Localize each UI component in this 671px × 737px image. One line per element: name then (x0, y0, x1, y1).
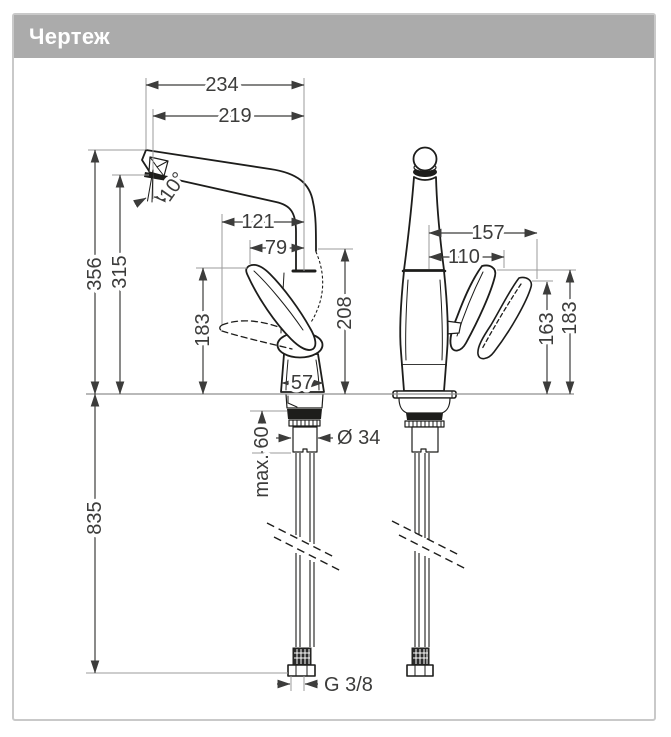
dim-163-label: 163 (536, 312, 558, 345)
dim-315-label: 315 (109, 255, 131, 288)
side-view (141, 149, 344, 677)
dimension-labels: 234 219 10° 121 79 356 315 183 208 57 ma… (81, 71, 585, 700)
dim-356-label: 356 (84, 257, 106, 290)
dim-57-label: 57 (291, 372, 313, 394)
dimension-lines (90, 80, 575, 689)
dim-157-label: 157 (471, 222, 504, 244)
dim-79-label: 79 (265, 237, 287, 259)
dim-max60-label: max. 60 (251, 426, 273, 497)
card-title: Чертеж (29, 24, 110, 49)
front-view (391, 146, 533, 677)
card-header: Чертеж (14, 15, 654, 58)
dim-183-side-label: 183 (192, 313, 214, 346)
dim-835-label: 835 (84, 501, 106, 534)
dim-110-label: 110 (448, 246, 480, 268)
dim-234-label: 234 (205, 74, 238, 96)
dim-208-label: 208 (334, 296, 356, 329)
dim-121-label: 121 (241, 211, 274, 233)
dim-thread-label: G 3/8 (324, 674, 373, 696)
angle-lines (147, 169, 154, 203)
dim-dia34-label: Ø 34 (337, 427, 380, 449)
dim-183-front-label: 183 (559, 301, 581, 334)
dim-219-label: 219 (218, 105, 251, 127)
